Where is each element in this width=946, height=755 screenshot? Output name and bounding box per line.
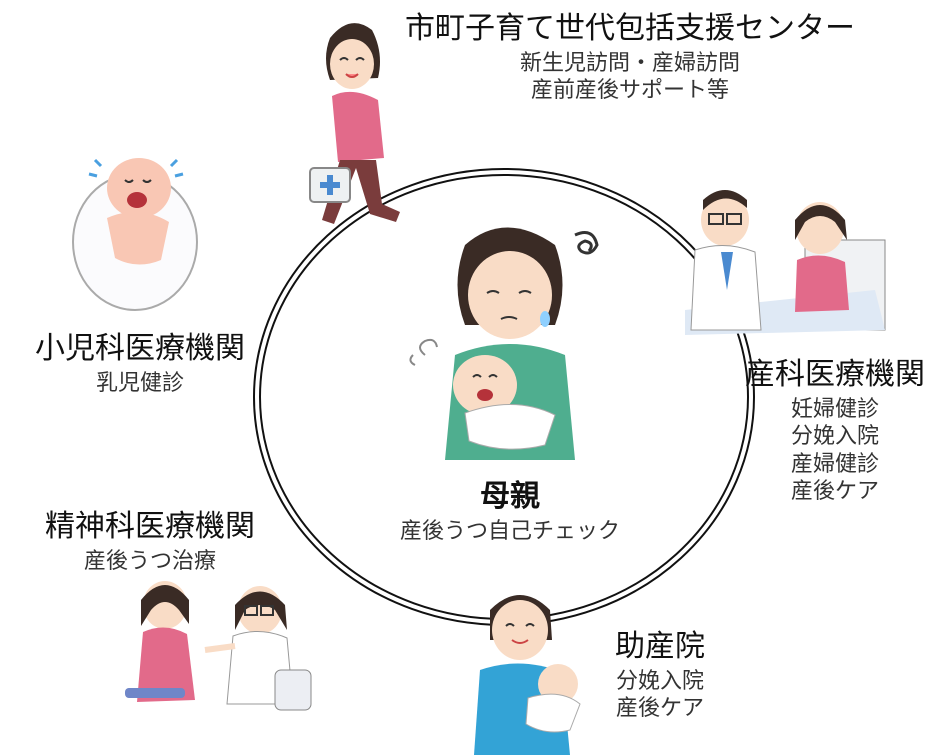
- psychiatric-counseling-illustration: [125, 581, 312, 711]
- pediatric-title: 小児科医療機関: [35, 331, 245, 366]
- midwifery-node: 助産院 分娩入院 産後ケア: [590, 628, 730, 723]
- pediatric-node: 小児科医療機関 乳児健診: [15, 330, 265, 397]
- obstetric-service: 分娩入院: [790, 424, 879, 449]
- obstetric-service: 妊婦健診: [790, 396, 879, 422]
- crying-baby-illustration: [72, 158, 198, 311]
- psychiatric-title: 精神科医療機関: [45, 509, 255, 544]
- obstetric-service: 産後ケア: [790, 479, 879, 504]
- municipal-center-service: 新生児訪問・産婦訪問: [519, 50, 740, 76]
- mother-with-baby-illustration: [409, 227, 599, 460]
- obstetrics-doctor-patient-illustration: [685, 190, 886, 335]
- municipal-center-service: 産前産後サポート等: [530, 78, 729, 103]
- psychiatric-service: 産後うつ治療: [83, 548, 216, 574]
- pediatric-service: 乳児健診: [95, 370, 184, 396]
- midwifery-service: 産後ケア: [615, 696, 704, 721]
- psychiatric-node: 精神科医療機関 産後うつ治療: [10, 508, 290, 575]
- mother-self-check: 産後うつ自己チェック: [399, 518, 620, 544]
- midwifery-service: 分娩入院: [615, 668, 704, 694]
- home-visit-nurse-illustration: [309, 23, 400, 224]
- mother-center-node: 母親 産後うつ自己チェック: [345, 478, 675, 545]
- municipal-center-title: 市町子育て世代包括支援センター: [405, 11, 855, 46]
- obstetric-node: 産科医療機関 妊婦健診 分娩入院 産婦健診 産後ケア: [735, 356, 935, 506]
- midwife-with-baby-illustration: [474, 595, 581, 755]
- mother-title: 母親: [480, 479, 540, 514]
- midwifery-title: 助産院: [615, 629, 705, 664]
- obstetric-service: 産婦健診: [790, 451, 879, 477]
- obstetric-title: 産科医療機関: [745, 357, 925, 392]
- municipal-center-node: 市町子育て世代包括支援センター 新生児訪問・産婦訪問 産前産後サポート等: [385, 10, 875, 105]
